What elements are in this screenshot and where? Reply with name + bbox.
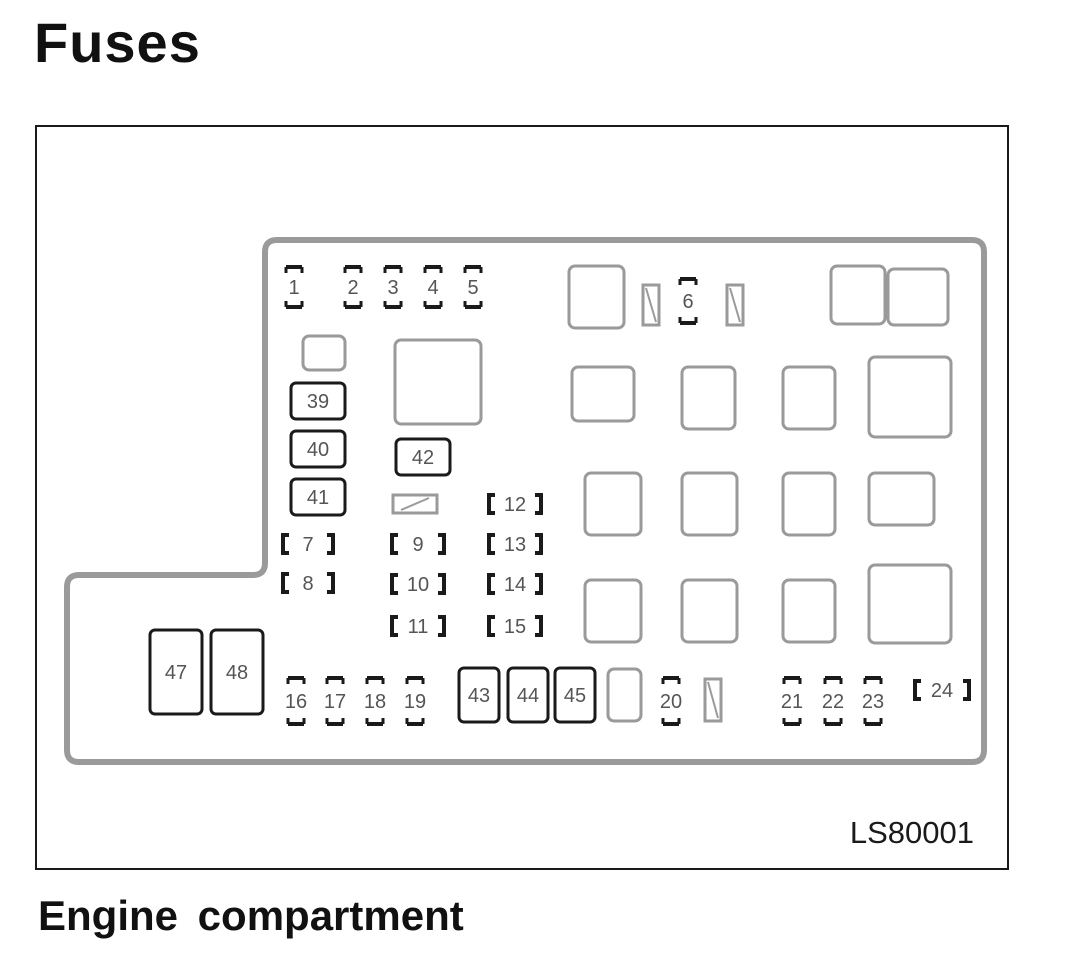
fuse-8-label: 8 <box>302 573 313 595</box>
fuse-19: 19 <box>404 676 426 726</box>
fuse-41: 41 <box>289 477 347 517</box>
fuse-9: 9 <box>390 533 446 556</box>
fuse-4: 4 <box>423 265 443 309</box>
relay-socket <box>829 264 887 326</box>
fuse-17-label: 17 <box>324 691 346 713</box>
relay-socket <box>606 667 643 723</box>
fuse-40-label: 40 <box>307 439 329 461</box>
page-title: Fuses <box>34 11 201 74</box>
angled-socket <box>391 493 439 515</box>
fuse-10-label: 10 <box>407 574 429 596</box>
fuse-43-label: 43 <box>468 685 490 707</box>
fuse-22-label: 22 <box>822 691 844 713</box>
fuse-15: 15 <box>487 615 543 638</box>
hatched-socket <box>641 283 661 327</box>
fuse-19-label: 19 <box>404 691 426 713</box>
fuse-2-label: 2 <box>347 277 358 299</box>
fuse-5: 5 <box>463 265 483 309</box>
fuse-24: 24 <box>913 679 971 702</box>
fuse-9-label: 9 <box>412 534 423 556</box>
fuse-44: 44 <box>506 666 550 724</box>
relay-socket <box>867 471 936 527</box>
fuse-18: 18 <box>364 676 386 726</box>
fuse-7: 7 <box>281 533 335 556</box>
relay-socket <box>301 334 347 372</box>
fuse-13: 13 <box>487 533 543 556</box>
fuse-3-label: 3 <box>387 277 398 299</box>
fuse-12-label: 12 <box>504 494 526 516</box>
relay-socket <box>867 563 953 645</box>
fuse-16: 16 <box>285 676 307 726</box>
fuse-5-label: 5 <box>467 277 478 299</box>
fuse-42-label: 42 <box>412 447 434 469</box>
relay-socket <box>393 338 483 426</box>
caption: Engine compartment <box>38 892 464 939</box>
fuse-6-label: 6 <box>682 291 693 313</box>
fuse-1: 1 <box>284 265 304 309</box>
fuse-24-label: 24 <box>931 680 953 702</box>
relay-socket <box>781 578 837 644</box>
fuse-8: 8 <box>281 572 335 595</box>
fuse-39: 39 <box>289 381 347 421</box>
relay-socket <box>570 365 636 423</box>
relay-socket <box>583 578 643 644</box>
relay-socket <box>886 267 950 327</box>
fuse-47-label: 47 <box>165 662 187 684</box>
relay-socket <box>680 365 737 431</box>
relay-socket <box>867 355 953 439</box>
fuse-10: 10 <box>390 573 446 596</box>
relay-socket <box>583 471 643 537</box>
fuse-14-label: 14 <box>504 574 526 596</box>
hatched-socket <box>703 677 723 723</box>
relay-socket <box>781 365 837 431</box>
fuse-1-label: 1 <box>288 277 299 299</box>
fuse-3: 3 <box>383 265 403 309</box>
fuse-6: 6 <box>678 277 698 325</box>
relay-group <box>301 264 953 723</box>
hatched-socket <box>725 283 745 327</box>
fuse-11: 11 <box>390 615 446 638</box>
fuse-42: 42 <box>394 437 452 477</box>
fuse-2: 2 <box>343 265 363 309</box>
fuse-48: 48 <box>209 628 265 716</box>
fuse-23-label: 23 <box>862 691 884 713</box>
relay-socket <box>680 578 739 644</box>
fuse-11-label: 11 <box>408 616 429 638</box>
fuse-43: 43 <box>457 666 501 724</box>
fuse-22: 22 <box>822 676 844 726</box>
fuse-12: 12 <box>487 493 543 516</box>
fuse-45-label: 45 <box>564 685 586 707</box>
fuse-21-label: 21 <box>781 691 803 713</box>
fuse-16-label: 16 <box>285 691 307 713</box>
fuse-17: 17 <box>324 676 346 726</box>
fuse-45: 45 <box>553 666 597 724</box>
fuse-14: 14 <box>487 573 543 596</box>
fuse-39-label: 39 <box>307 391 329 413</box>
fuse-4-label: 4 <box>427 277 438 299</box>
fuse-40: 40 <box>289 429 347 469</box>
fuse-47: 47 <box>148 628 204 716</box>
fuse-15-label: 15 <box>504 616 526 638</box>
fuse-44-label: 44 <box>517 685 539 707</box>
fuse-48-label: 48 <box>226 662 248 684</box>
fuse-41-label: 41 <box>307 487 329 509</box>
fuse-20: 20 <box>660 676 682 726</box>
relay-socket <box>680 471 739 537</box>
fuse-box-outline <box>64 237 987 765</box>
fuse-13-label: 13 <box>504 534 526 556</box>
fuse-23: 23 <box>862 676 884 726</box>
fuse-18-label: 18 <box>364 691 386 713</box>
relay-socket <box>567 264 626 330</box>
diagram-code: LS80001 <box>850 815 974 850</box>
fuse-21: 21 <box>781 676 803 726</box>
relay-socket <box>781 471 837 537</box>
fuse-20-label: 20 <box>660 691 682 713</box>
fuse-7-label: 7 <box>302 534 313 556</box>
